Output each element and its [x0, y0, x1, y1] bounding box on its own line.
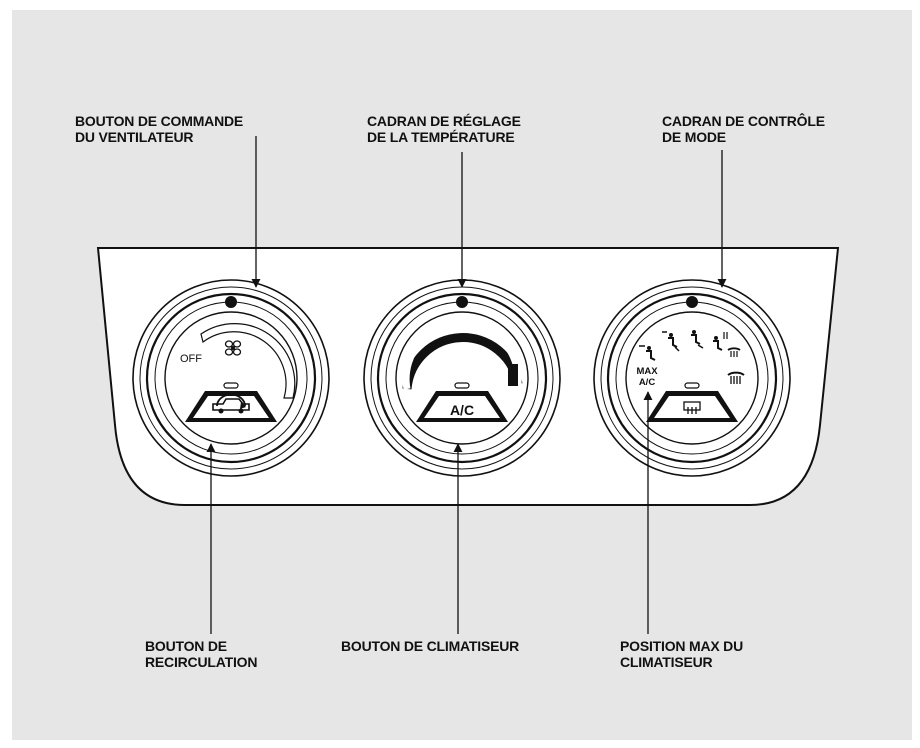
rear-defrost-button[interactable] [646, 382, 738, 422]
label-recirculation-button: BOUTON DE RECIRCULATION [145, 638, 258, 670]
mode-icon-floor-defrost [713, 332, 728, 351]
mode-icon-vent [639, 345, 656, 361]
ac-button-text: A/C [450, 402, 474, 418]
mode-control-dial[interactable]: MAX A/C [593, 279, 791, 477]
mode-icon-floor [691, 330, 704, 349]
ac-button[interactable]: A/C [416, 382, 508, 422]
fan-off-text: OFF [180, 353, 202, 365]
max-ac-text: A/C [639, 377, 656, 388]
label-temperature-dial: CADRAN DE RÉGLAGE DE LA TEMPÉRATURE [367, 113, 521, 145]
mode-icon-bilevel [662, 331, 680, 352]
temperature-dial[interactable]: A/C [363, 279, 561, 477]
recirculation-button[interactable] [185, 382, 277, 422]
max-text: MAX [636, 366, 658, 377]
mode-icon-defrost [727, 347, 741, 357]
recirculation-icon [212, 393, 250, 414]
label-max-ac-position: POSITION MAX DU CLIMATISEUR [620, 638, 744, 670]
label-fan-control: BOUTON DE COMMANDE DU VENTILATEUR [75, 113, 244, 145]
temperature-scale [402, 333, 523, 390]
fan-control-dial[interactable]: OFF [132, 279, 330, 477]
rear-defrost-icon [683, 401, 701, 414]
defrost-icon [727, 371, 745, 384]
label-ac-button: BOUTON DE CLIMATISEUR [341, 638, 520, 654]
fan-icon [224, 340, 242, 356]
label-mode-dial: CADRAN DE CONTRÔLE DE MODE [662, 113, 825, 145]
